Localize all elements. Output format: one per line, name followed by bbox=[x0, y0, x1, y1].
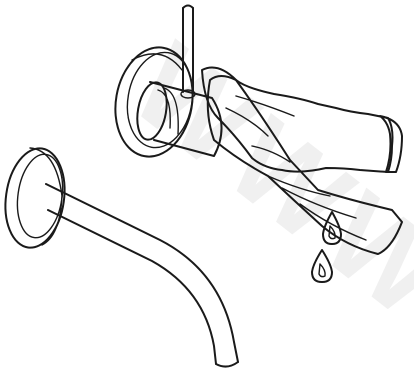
faucet-spout bbox=[46, 184, 238, 367]
spout-rosette bbox=[0, 144, 71, 251]
watermark-text: WWW bbox=[108, 18, 414, 348]
